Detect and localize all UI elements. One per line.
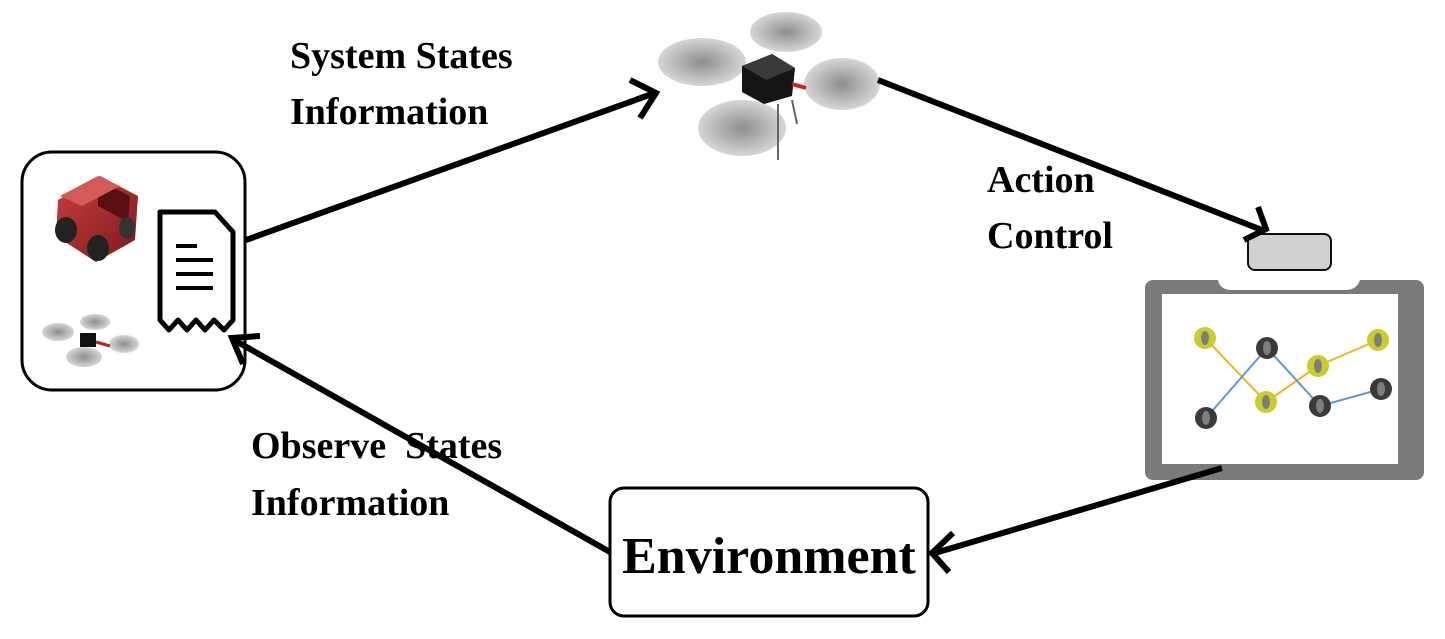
environment-label: Environment <box>622 528 916 585</box>
arrow-environment-to-agent <box>227 333 612 555</box>
graph-node-center <box>1374 333 1382 347</box>
clipboard-graph-icon <box>1145 233 1424 480</box>
arrow-drone-to-clipboard <box>876 77 1270 243</box>
graph-network <box>1194 327 1392 429</box>
system-states-label-line1: System States <box>290 35 513 77</box>
small-drone-icon <box>42 314 139 367</box>
arrow-clipboard-to-environment <box>927 465 1223 575</box>
graph-edge <box>1204 337 1267 403</box>
quadcopter-drone-icon <box>658 12 880 160</box>
ground-vehicle-icon <box>55 176 138 262</box>
graph-node-center <box>1262 395 1270 409</box>
action-control-label-line1: Action <box>987 159 1095 201</box>
environment-box: Environment <box>608 486 930 618</box>
graph-node-center <box>1316 399 1324 413</box>
observe-states-label-line1: Observe States <box>251 425 502 467</box>
document-icon <box>157 209 236 333</box>
graph-node-center <box>1314 359 1322 373</box>
agent-box <box>20 150 247 392</box>
graph-edge <box>1266 347 1321 407</box>
graph-node-center <box>1377 382 1385 396</box>
graph-node-center <box>1201 331 1209 345</box>
graph-node-center <box>1263 341 1271 355</box>
system-states-label-line2: Information <box>290 91 488 133</box>
action-control-label-line2: Control <box>987 215 1113 257</box>
graph-node-center <box>1202 411 1210 425</box>
observe-states-label-line2: Information <box>251 482 449 524</box>
arrow-agent-to-drone <box>244 77 661 243</box>
graph-edge <box>1205 347 1268 419</box>
